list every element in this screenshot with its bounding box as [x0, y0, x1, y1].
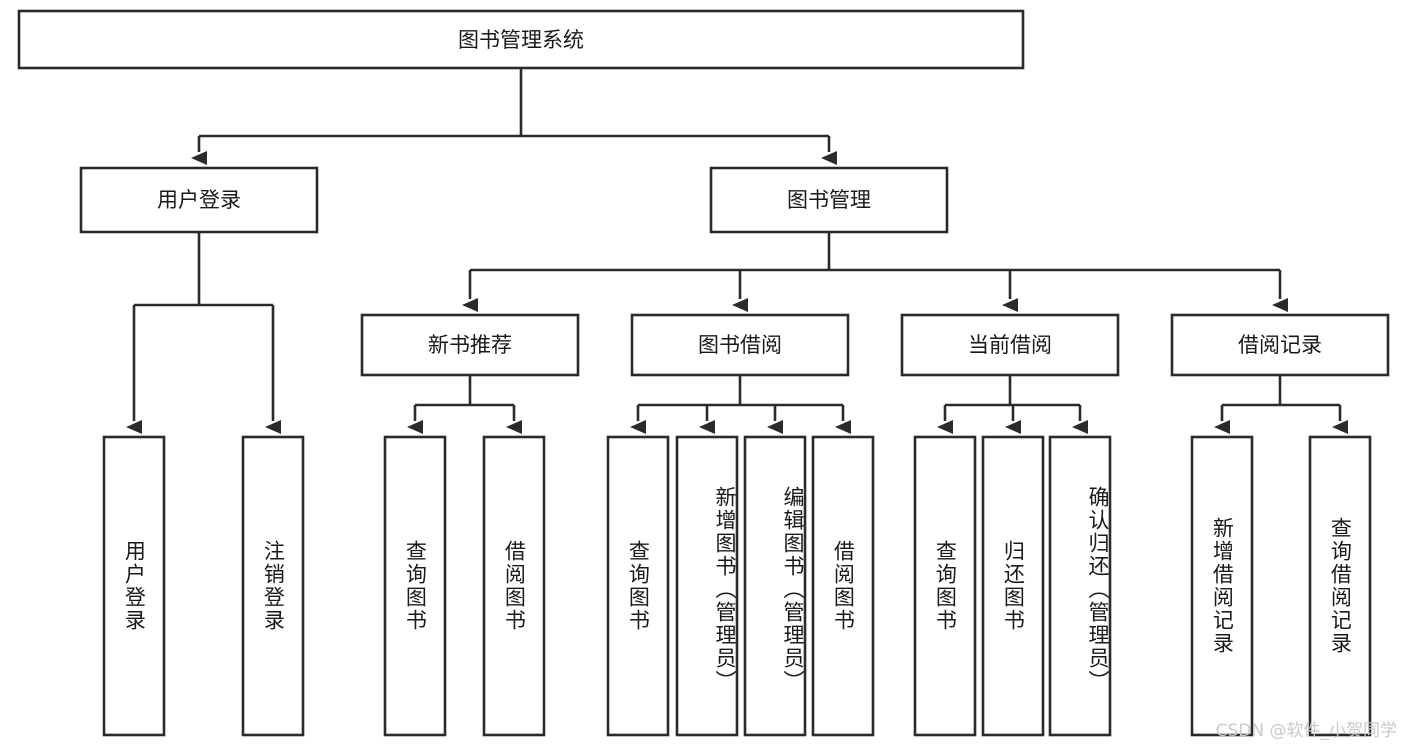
node-leaf-query-book-2-box[interactable] — [606, 435, 670, 737]
node-current-borrow[interactable]: 当前借阅 — [900, 313, 1120, 377]
connector-group-book-borrow — [630, 375, 851, 434]
node-leaf-return-book-box[interactable] — [981, 435, 1045, 737]
connector-group-root — [191, 68, 837, 165]
node-root[interactable]: 图书管理系统 — [17, 9, 1025, 70]
node-book-borrow-box[interactable] — [630, 313, 850, 377]
node-book-manage[interactable]: 图书管理 — [709, 166, 949, 234]
node-current-borrow-box[interactable] — [900, 313, 1120, 377]
node-leaf-confirm-return-box[interactable] — [1048, 435, 1112, 737]
node-root-box[interactable] — [17, 9, 1025, 70]
node-leaf-query-record-box[interactable] — [1308, 435, 1372, 737]
connector-group-new-book-recommend — [407, 375, 522, 434]
node-borrow-record[interactable]: 借阅记录 — [1170, 313, 1390, 377]
node-root-label: 图书管理系统 — [458, 28, 584, 52]
node-new-book-recommend-box[interactable] — [360, 313, 580, 377]
node-book-manage-box[interactable] — [709, 166, 949, 234]
node-leaf-edit-book-box[interactable] — [743, 435, 807, 737]
node-new-book-recommend-label: 新书推荐 — [428, 333, 512, 357]
node-leaf-add-book-box[interactable] — [675, 435, 739, 737]
node-current-borrow-label: 当前借阅 — [968, 333, 1052, 357]
node-leaf-logout-box[interactable] — [241, 435, 305, 737]
node-user-login-label: 用户登录 — [157, 188, 241, 212]
connector-group-user-login — [126, 232, 281, 434]
node-borrow-record-label: 借阅记录 — [1238, 333, 1322, 357]
connector-group-book-manage — [462, 232, 1288, 312]
node-book-manage-label: 图书管理 — [787, 188, 871, 212]
node-book-borrow[interactable]: 图书借阅 — [630, 313, 850, 377]
connector-group-borrow-record — [1214, 375, 1348, 434]
connector-group-current-borrow — [937, 375, 1088, 434]
node-leaf-borrow-book-1-box[interactable] — [482, 435, 546, 737]
node-user-login-box[interactable] — [79, 166, 319, 234]
node-user-login[interactable]: 用户登录 — [79, 166, 319, 234]
node-leaf-query-book-3-box[interactable] — [913, 435, 977, 737]
leaf-boxes — [102, 435, 1372, 737]
node-leaf-query-book-1-box[interactable] — [383, 435, 447, 737]
node-leaf-add-record-box[interactable] — [1190, 435, 1254, 737]
node-borrow-record-box[interactable] — [1170, 313, 1390, 377]
node-book-borrow-label: 图书借阅 — [698, 333, 782, 357]
node-leaf-borrow-book-2-box[interactable] — [811, 435, 875, 737]
node-new-book-recommend[interactable]: 新书推荐 — [360, 313, 580, 377]
node-leaf-user-login-box[interactable] — [102, 435, 166, 737]
